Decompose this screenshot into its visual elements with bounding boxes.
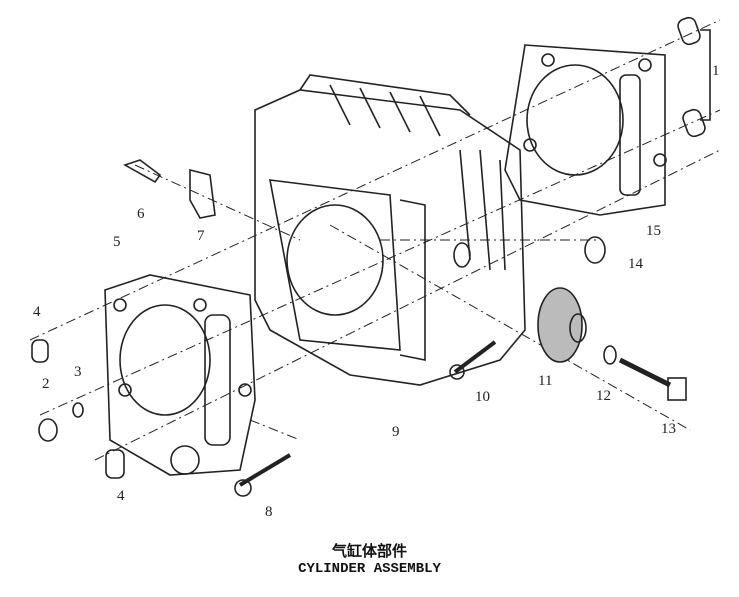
small-parts bbox=[31, 159, 687, 497]
callout-6: 6 bbox=[137, 206, 145, 222]
callout-11: 11 bbox=[538, 373, 553, 389]
dowel-pins-1 bbox=[677, 16, 711, 138]
caption-english: CYLINDER ASSEMBLY bbox=[298, 561, 441, 577]
callout-13: 13 bbox=[661, 421, 676, 437]
callout-4: 4 bbox=[33, 304, 41, 320]
gasket-5 bbox=[104, 274, 256, 476]
caption-chinese: 气缸体部件 bbox=[331, 542, 407, 560]
callout-9: 9 bbox=[392, 424, 400, 440]
callout-10: 10 bbox=[475, 389, 490, 405]
callout-8: 8 bbox=[265, 504, 273, 520]
callout-15: 15 bbox=[646, 223, 661, 239]
callout-1: 1 bbox=[712, 63, 720, 79]
axis-lines bbox=[29, 19, 721, 461]
callout-5: 5 bbox=[113, 234, 121, 250]
callout-3: 3 bbox=[74, 364, 82, 380]
gasket-15 bbox=[504, 44, 667, 216]
callout-14: 14 bbox=[628, 256, 643, 272]
callout-7: 7 bbox=[197, 228, 205, 244]
callout-12: 12 bbox=[596, 388, 611, 404]
callout-4: 4 bbox=[117, 488, 125, 504]
callout-2: 2 bbox=[42, 376, 50, 392]
cylinder-block-9 bbox=[254, 74, 526, 386]
